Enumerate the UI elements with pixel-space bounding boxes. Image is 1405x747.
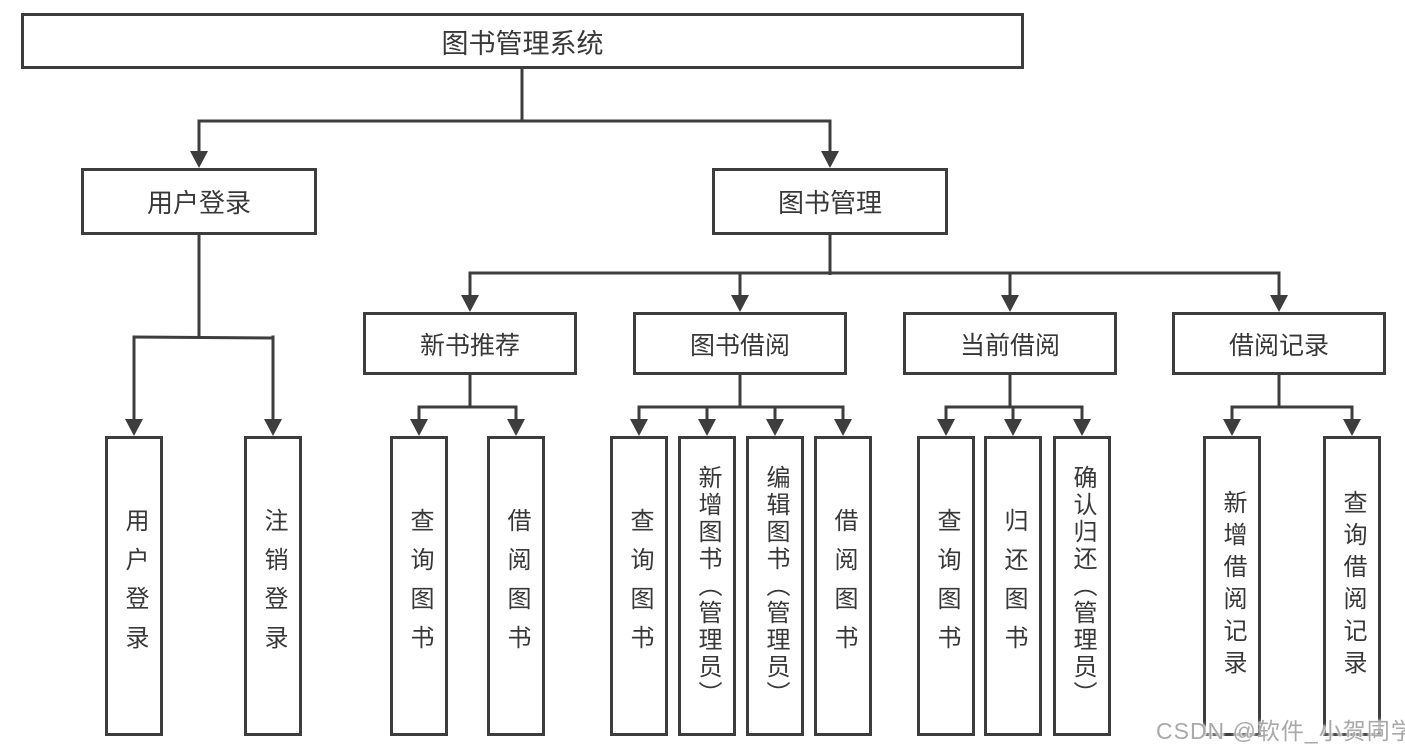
node-recommend: 新书推荐	[363, 312, 577, 375]
leaf-return-books: 归还图书	[984, 436, 1042, 736]
leaf-confirm-return-admin: 确认归还（管理员）	[1053, 436, 1111, 736]
arrow-down-icon	[125, 419, 143, 436]
connector-book-mgmt-to-level3	[461, 235, 1288, 312]
arrow-down-icon	[731, 295, 749, 312]
connector-current-to-leaves	[937, 375, 1091, 436]
connector-records-to-leaves	[1223, 375, 1361, 436]
arrow-down-icon	[264, 419, 282, 436]
leaf-add-books-admin: 新增图书（管理员）	[678, 436, 736, 736]
arrow-down-icon	[1270, 295, 1288, 312]
connector-user-login-to-leaves	[125, 235, 282, 436]
arrow-down-icon	[410, 419, 428, 436]
connector-recommend-to-leaves	[410, 375, 525, 436]
leaf-borrow-books: 借阅图书	[814, 436, 872, 736]
arrow-down-icon	[507, 419, 525, 436]
leaf-edit-books-admin: 编辑图书（管理员）	[746, 436, 804, 736]
arrow-down-icon	[834, 419, 852, 436]
node-user-login: 用户登录	[81, 168, 317, 235]
arrow-down-icon	[1343, 419, 1361, 436]
leaf-user-login: 用户登录	[105, 436, 163, 736]
arrow-down-icon	[1073, 419, 1091, 436]
node-records: 借阅记录	[1172, 312, 1386, 375]
leaf-query-borrow-record: 查询借阅记录	[1323, 436, 1381, 736]
leaf-query-books-borrow: 查询图书	[610, 436, 668, 736]
leaf-query-books-current: 查询图书	[917, 436, 975, 736]
connector-root-to-level2	[190, 69, 839, 168]
arrow-down-icon	[766, 419, 784, 436]
leaf-borrow-books-recommend: 借阅图书	[487, 436, 545, 736]
arrow-down-icon	[698, 419, 716, 436]
node-root: 图书管理系统	[21, 13, 1024, 69]
node-current: 当前借阅	[903, 312, 1117, 375]
arrow-down-icon	[937, 419, 955, 436]
node-book-mgmt: 图书管理	[712, 168, 948, 235]
arrow-down-icon	[821, 151, 839, 168]
csdn-watermark: CSDN @软件_小贺同学	[1156, 718, 1405, 744]
leaf-logout: 注销登录	[244, 436, 302, 736]
arrow-down-icon	[1004, 419, 1022, 436]
connector-borrow-to-leaves	[630, 375, 852, 436]
node-borrow: 图书借阅	[633, 312, 847, 375]
leaf-add-borrow-record: 新增借阅记录	[1203, 436, 1261, 736]
arrow-down-icon	[1001, 295, 1019, 312]
leaf-query-books-recommend: 查询图书	[390, 436, 448, 736]
arrow-down-icon	[1223, 419, 1241, 436]
arrow-down-icon	[461, 295, 479, 312]
arrow-down-icon	[630, 419, 648, 436]
arrow-down-icon	[190, 151, 208, 168]
